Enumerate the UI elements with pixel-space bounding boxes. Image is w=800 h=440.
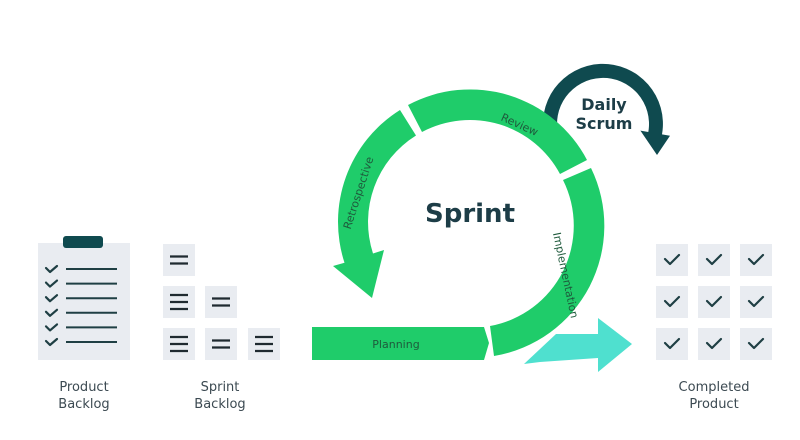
sprint-backlog-item <box>163 286 195 318</box>
completed-item <box>698 244 730 276</box>
output-arrow <box>524 318 632 372</box>
sprint-backlog-item <box>248 328 280 360</box>
check-icon <box>44 264 59 274</box>
sprint-backlog-item <box>163 328 195 360</box>
sprint-title: Sprint <box>425 199 515 229</box>
planning-label: Planning <box>372 338 419 351</box>
product-backlog-label-1: Product <box>59 380 108 395</box>
completed-product-grid <box>656 244 772 360</box>
check-icon <box>44 279 59 288</box>
completed-item <box>740 286 772 318</box>
check-icon <box>747 253 765 266</box>
daily-scrum-label-2: Scrum <box>576 114 633 133</box>
check-icon <box>44 337 59 347</box>
check-icon <box>44 294 59 303</box>
check-icon <box>747 295 765 308</box>
sprint-backlog-tiles <box>163 244 280 360</box>
check-icon <box>44 323 59 332</box>
sprint-backlog-item <box>205 328 237 360</box>
check-icon <box>663 337 681 350</box>
sprint-backlog-label-1: Sprint <box>201 380 240 395</box>
check-icon <box>705 295 723 308</box>
sprint-backlog-item <box>205 286 237 318</box>
completed-product-label-1: Completed <box>679 380 750 395</box>
daily-scrum-arrow <box>542 63 670 155</box>
retrospective-arrow <box>333 110 416 298</box>
review-segment <box>408 89 587 174</box>
completed-item <box>656 328 688 360</box>
daily-scrum-label-1: Daily <box>581 95 627 114</box>
completed-item <box>698 286 730 318</box>
completed-item <box>656 244 688 276</box>
product-backlog-clipboard <box>38 236 130 360</box>
completed-item <box>656 286 688 318</box>
sprint-backlog-item <box>163 244 195 276</box>
check-icon <box>747 337 765 350</box>
sprint-backlog-label-2: Backlog <box>194 397 245 412</box>
completed-item <box>740 244 772 276</box>
completed-item <box>698 328 730 360</box>
completed-item <box>740 328 772 360</box>
clipboard-clip-icon <box>63 236 103 248</box>
implementation-segment <box>490 168 605 356</box>
check-icon <box>705 253 723 266</box>
check-icon <box>663 295 681 308</box>
product-backlog-label-2: Backlog <box>58 397 109 412</box>
completed-product-label-2: Product <box>689 397 738 412</box>
check-icon <box>705 337 723 350</box>
planning-bar <box>312 327 489 360</box>
check-icon <box>663 253 681 266</box>
check-icon <box>44 308 59 317</box>
